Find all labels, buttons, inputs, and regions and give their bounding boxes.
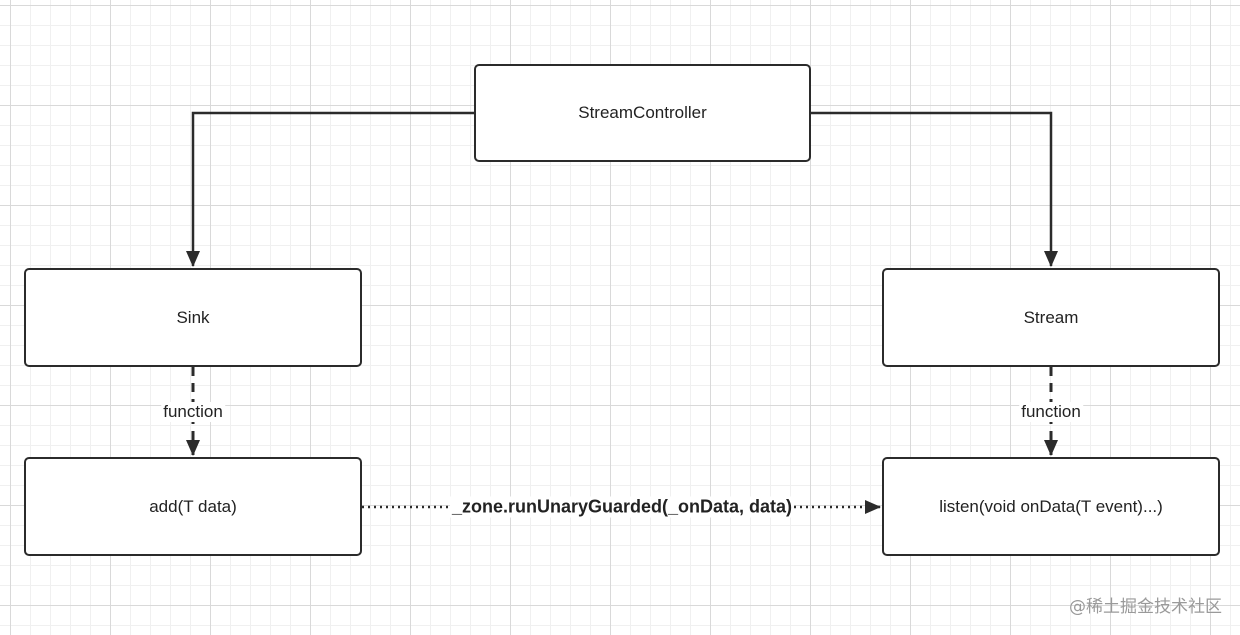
node-listen-label: listen(void onData(T event)...) [939, 496, 1163, 516]
node-stream-label: Stream [1023, 307, 1079, 327]
node-sink: Sink [24, 268, 362, 367]
node-stream: Stream [882, 268, 1220, 367]
node-stream-controller: StreamController [474, 64, 811, 162]
edge-label-zone-call: _zone.runUnaryGuarded(_onData, data) [449, 496, 795, 518]
watermark-text: @稀土掘金技术社区 [1069, 597, 1222, 617]
edge-controller-to-stream [810, 111, 1058, 267]
node-add: add(T data) [24, 457, 362, 556]
node-listen: listen(void onData(T event)...) [882, 457, 1220, 556]
node-stream-controller-label: StreamController [578, 103, 707, 122]
node-sink-label: Sink [176, 307, 210, 327]
edge-label-stream-function: function [1019, 402, 1083, 422]
edge-label-sink-function: function [161, 402, 225, 422]
node-add-label: add(T data) [149, 496, 237, 516]
edge-controller-to-sink [186, 111, 474, 267]
